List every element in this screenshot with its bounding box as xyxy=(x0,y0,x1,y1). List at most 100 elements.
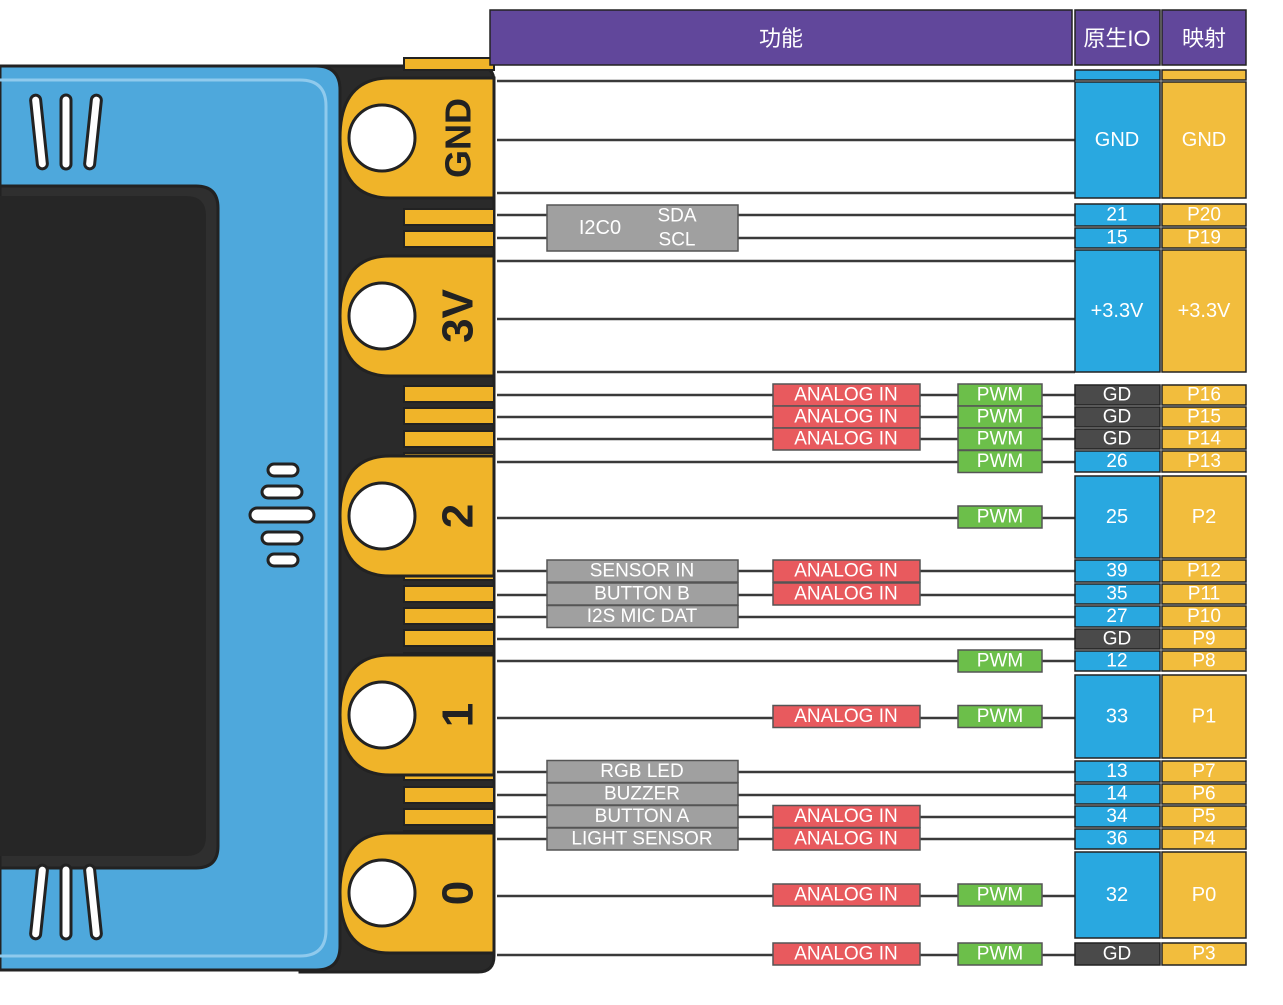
map-label: P3 xyxy=(1192,944,1215,965)
connector-pad xyxy=(404,809,494,825)
screen-inner xyxy=(0,196,206,856)
map-label: +3.3V xyxy=(1178,300,1231,322)
connector-pad xyxy=(404,431,494,447)
map-label: P6 xyxy=(1192,784,1215,805)
analog-tag-label: ANALOG IN xyxy=(794,584,897,605)
map-label: P2 xyxy=(1192,506,1216,528)
analog-tag-label: ANALOG IN xyxy=(794,385,897,406)
map-label: P9 xyxy=(1192,629,1215,650)
io-label: GD xyxy=(1103,429,1132,450)
io-label: 12 xyxy=(1106,651,1127,672)
map-label: P4 xyxy=(1192,829,1216,850)
analog-tag-label: ANALOG IN xyxy=(794,561,897,582)
analog-tag-label: ANALOG IN xyxy=(794,944,897,965)
map-cell xyxy=(1162,70,1246,80)
i2c-sda-label: SDA xyxy=(657,206,696,227)
pwm-tag-label: PWM xyxy=(977,944,1023,965)
large-pad-label: 0 xyxy=(434,881,483,905)
i2c-scl-label: SCL xyxy=(659,230,696,251)
pad-hole xyxy=(349,483,415,549)
io-label: GND xyxy=(1095,129,1139,151)
pwm-tag-label: PWM xyxy=(977,651,1023,672)
map-label: P10 xyxy=(1187,606,1221,627)
large-pad-0[interactable]: GND xyxy=(340,78,494,198)
io-label: 34 xyxy=(1106,806,1128,827)
map-label: P20 xyxy=(1187,205,1221,226)
function-tag-label: LIGHT SENSOR xyxy=(571,829,712,850)
io-label: GD xyxy=(1103,407,1132,428)
pwm-tag-label: PWM xyxy=(977,451,1023,472)
map-label: GND xyxy=(1182,129,1226,151)
connector-pad xyxy=(404,386,494,402)
map-label: P5 xyxy=(1192,806,1215,827)
pwm-tag-label: PWM xyxy=(977,885,1023,906)
large-pad-1[interactable]: 3V xyxy=(340,256,494,376)
analog-tag-label: ANALOG IN xyxy=(794,885,897,906)
io-label: GD xyxy=(1103,385,1132,406)
map-label: P0 xyxy=(1192,884,1216,906)
io-label: 13 xyxy=(1106,761,1127,782)
pwm-tag-label: PWM xyxy=(977,385,1023,406)
vent-top-icon xyxy=(30,95,102,170)
pwm-tag-label: PWM xyxy=(977,706,1023,727)
io-label: 39 xyxy=(1106,561,1127,582)
map-label: P16 xyxy=(1187,385,1221,406)
io-cell xyxy=(1075,70,1160,80)
io-label: GD xyxy=(1103,629,1132,650)
pad-hole xyxy=(349,283,415,349)
pwm-tag-label: PWM xyxy=(977,407,1023,428)
io-label: GD xyxy=(1103,944,1132,965)
pwm-tag-label: PWM xyxy=(977,507,1023,528)
connector-pad xyxy=(404,608,494,624)
mapping-header-label: 映射 xyxy=(1182,26,1226,51)
large-pad-4[interactable]: 0 xyxy=(340,833,494,953)
function-header-label: 功能 xyxy=(759,26,803,51)
large-pad-2[interactable]: 2 xyxy=(340,456,494,576)
connector-pad xyxy=(404,630,494,646)
io-label: 25 xyxy=(1106,506,1128,528)
analog-tag-label: ANALOG IN xyxy=(794,829,897,850)
connector-pad xyxy=(404,787,494,803)
i2c-tag xyxy=(547,205,738,251)
connector-pad xyxy=(404,408,494,424)
io-label: 33 xyxy=(1106,706,1128,728)
header: 功能 原生IO 映射 xyxy=(490,10,1246,65)
map-label: P13 xyxy=(1187,451,1221,472)
io-label: 35 xyxy=(1106,584,1127,605)
map-label: P15 xyxy=(1187,407,1221,428)
function-tag-label: BUZZER xyxy=(604,784,680,805)
map-label: P19 xyxy=(1187,228,1221,249)
connector-pad xyxy=(404,58,494,70)
io-label: 26 xyxy=(1106,451,1127,472)
io-label: 21 xyxy=(1106,205,1127,226)
vent-bottom-icon xyxy=(30,865,102,940)
io-label: +3.3V xyxy=(1091,300,1144,322)
analog-tag-label: ANALOG IN xyxy=(794,429,897,450)
io-label: 32 xyxy=(1106,884,1128,906)
analog-tag-label: ANALOG IN xyxy=(794,806,897,827)
i2c-bus-label: I2C0 xyxy=(579,217,621,239)
native-io-header-label: 原生IO xyxy=(1083,26,1150,51)
map-label: P8 xyxy=(1192,651,1215,672)
connector-pad xyxy=(404,231,494,247)
io-label: 15 xyxy=(1106,228,1127,249)
io-label: 36 xyxy=(1106,829,1127,850)
large-pad-label: GND xyxy=(438,98,479,178)
large-pad-3[interactable]: 1 xyxy=(340,655,494,775)
function-tag-label: I2S MIC DAT xyxy=(587,606,698,627)
large-pad-label: 3V xyxy=(434,288,483,342)
map-label: P7 xyxy=(1192,761,1215,782)
function-tag-label: BUTTON A xyxy=(595,806,690,827)
pad-hole xyxy=(349,105,415,171)
io-label: 27 xyxy=(1106,606,1127,627)
connector-pad xyxy=(404,209,494,225)
analog-tag-label: ANALOG IN xyxy=(794,706,897,727)
connector-pad xyxy=(404,586,494,602)
map-label: P14 xyxy=(1187,429,1221,450)
analog-tag-label: ANALOG IN xyxy=(794,407,897,428)
pad-hole xyxy=(349,682,415,748)
function-tag-label: BUTTON B xyxy=(594,584,690,605)
